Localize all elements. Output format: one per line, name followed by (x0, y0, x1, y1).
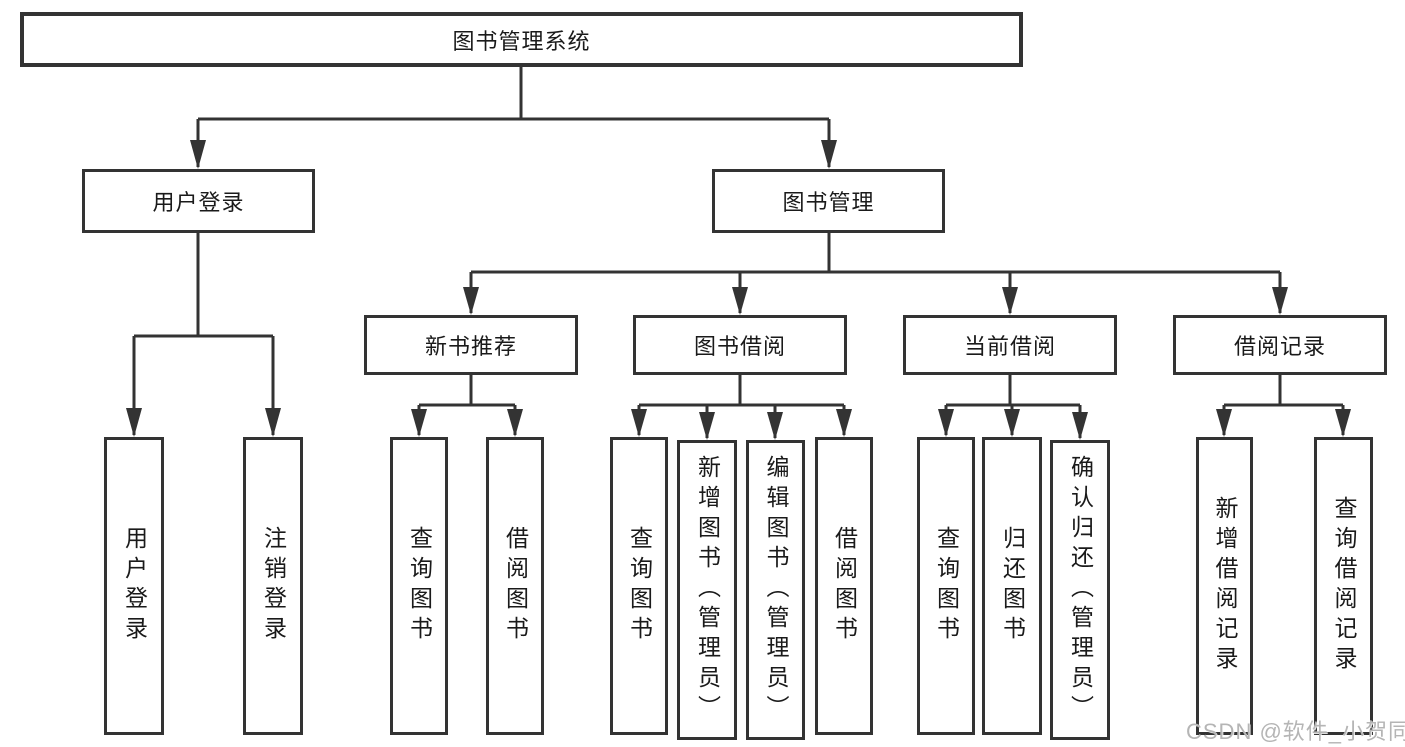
leaf-query-books-recommend-label: 查询图书 (406, 526, 433, 646)
arrow-head (463, 287, 479, 315)
node-user-login: 用户登录 (82, 169, 315, 233)
leaf-query-books-borrow-label: 查询图书 (626, 526, 653, 646)
leaf-query-books-recommend: 查询图书 (390, 437, 448, 735)
watermark: CSDN @软件_小贺同学 (1186, 719, 1405, 744)
leaf-add-borrow-record-label: 新增借阅记录 (1212, 496, 1238, 676)
arrow-head (265, 408, 281, 437)
leaf-logout: 注销登录 (243, 437, 303, 735)
leaf-query-books-current: 查询图书 (917, 437, 975, 735)
arrow-head (507, 409, 523, 437)
node-current-borrowing-label: 当前借阅 (963, 334, 1056, 359)
arrow-head (1072, 412, 1088, 440)
arrow-head (836, 409, 852, 437)
connector-line (637, 375, 846, 438)
connector-root-to-level2 (190, 64, 837, 169)
leaf-return-books-label: 归还图书 (999, 526, 1026, 646)
node-book-management-label: 图书管理 (782, 190, 875, 215)
arrow-head (732, 287, 748, 315)
node-book-borrowing-label: 图书借阅 (693, 334, 786, 359)
arrow-head (1216, 409, 1232, 437)
connector-records-to-leaves (1216, 375, 1351, 437)
leaf-edit-books-admin-label: 编辑图书（管理员） (763, 455, 789, 725)
node-current-borrowing: 当前借阅 (903, 315, 1117, 375)
connector-line (417, 375, 517, 435)
leaf-query-books-current-label: 查询图书 (933, 526, 960, 646)
connector-newbook-to-leaves (411, 375, 523, 437)
arrow-head (699, 412, 715, 440)
leaf-borrow-books-recommend-label: 借阅图书 (502, 526, 529, 646)
connector-current-to-leaves (938, 375, 1088, 440)
arrow-head (631, 409, 647, 437)
connector-line (196, 64, 831, 167)
arrow-head (767, 412, 783, 440)
arrow-head (938, 409, 954, 437)
leaf-borrow-books-recommend: 借阅图书 (486, 437, 544, 735)
connector-line (1222, 375, 1345, 435)
leaf-edit-books-admin: 编辑图书（管理员） (746, 440, 805, 740)
leaf-confirm-return-admin: 确认归还（管理员） (1050, 440, 1110, 740)
leaf-return-books: 归还图书 (982, 437, 1042, 735)
connector-bookmgmt-to-level3 (463, 233, 1288, 315)
connector-userlogin-to-leaves (126, 233, 281, 437)
arrow-head (1002, 287, 1018, 315)
node-borrowing-records-label: 借阅记录 (1233, 334, 1326, 359)
leaf-query-borrow-record-label: 查询借阅记录 (1331, 496, 1357, 676)
arrow-head (190, 140, 206, 169)
node-book-borrowing: 图书借阅 (633, 315, 847, 375)
leaf-add-books-admin-label: 新增图书（管理员） (694, 455, 721, 725)
leaf-query-borrow-record: 查询借阅记录 (1314, 437, 1373, 735)
connector-line (469, 233, 1282, 313)
connector-borrow-to-leaves (631, 375, 852, 440)
arrow-head (1335, 409, 1351, 437)
node-book-management: 图书管理 (712, 169, 945, 233)
leaf-borrow-books: 借阅图书 (815, 437, 873, 735)
arrow-head (411, 409, 427, 437)
leaf-user-login: 用户登录 (104, 437, 164, 735)
leaf-user-login-label: 用户登录 (121, 526, 148, 646)
leaf-add-borrow-record: 新增借阅记录 (1196, 437, 1253, 735)
node-user-login-label: 用户登录 (152, 190, 245, 215)
arrow-head (126, 408, 142, 437)
connector-line (132, 233, 275, 435)
leaf-add-books-admin: 新增图书（管理员） (677, 440, 737, 740)
node-root-label: 图书管理系统 (452, 28, 591, 54)
node-root: 图书管理系统 (20, 12, 1023, 67)
node-borrowing-records: 借阅记录 (1173, 315, 1387, 375)
arrow-head (1272, 287, 1288, 315)
arrow-head (1004, 409, 1020, 437)
node-new-book-recommend: 新书推荐 (364, 315, 578, 375)
leaf-logout-label: 注销登录 (260, 526, 287, 646)
node-new-book-recommend-label: 新书推荐 (424, 334, 517, 359)
leaf-query-books-borrow: 查询图书 (610, 437, 668, 735)
arrow-head (821, 140, 837, 169)
leaf-confirm-return-admin-label: 确认归还（管理员） (1067, 455, 1094, 725)
leaf-borrow-books-label: 借阅图书 (831, 526, 858, 646)
